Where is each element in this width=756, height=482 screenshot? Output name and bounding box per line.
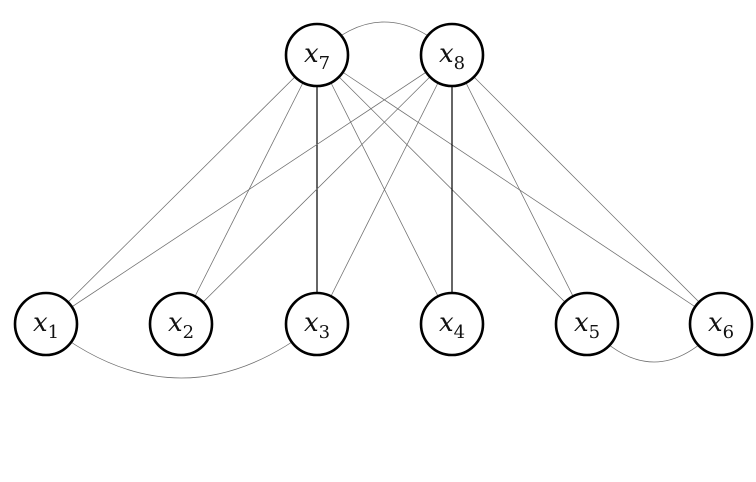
node-x6: x6 [688,291,754,357]
edge-x7-x6 [316,54,722,325]
node-label-x5: x5 [574,308,600,343]
node-x7: x7 [284,22,350,88]
node-label-x8: x8 [439,39,465,74]
edge-x8-x6 [451,54,722,325]
node-circle-x5 [554,291,620,357]
node-label-x4: x4 [439,308,465,343]
node-x1: x1 [13,291,79,357]
node-x4: x4 [419,291,485,357]
node-label-x7: x7 [304,39,330,74]
node-circle-x1 [13,291,79,357]
edge-x8-x3 [316,54,453,325]
edge-x7-x1 [45,54,318,325]
node-label-x3: x3 [304,308,330,343]
node-circle-x2 [148,291,214,357]
node-x8: x8 [419,22,485,88]
edge-x8-x2 [180,54,453,325]
node-label-x1: x1 [33,308,59,343]
node-circle-x4 [419,291,485,357]
node-circle-x8 [419,22,485,88]
node-circle-x7 [284,22,350,88]
node-circle-x6 [688,291,754,357]
node-label-x6: x6 [708,308,734,343]
edge-x8-x1 [45,54,453,325]
edge-x8-x5 [451,54,588,325]
node-x3: x3 [284,291,350,357]
node-x5: x5 [554,291,620,357]
edge-x1-x3 [45,323,318,379]
node-circle-x3 [284,291,350,357]
node-x2: x2 [148,291,214,357]
node-label-x2: x2 [168,308,194,343]
